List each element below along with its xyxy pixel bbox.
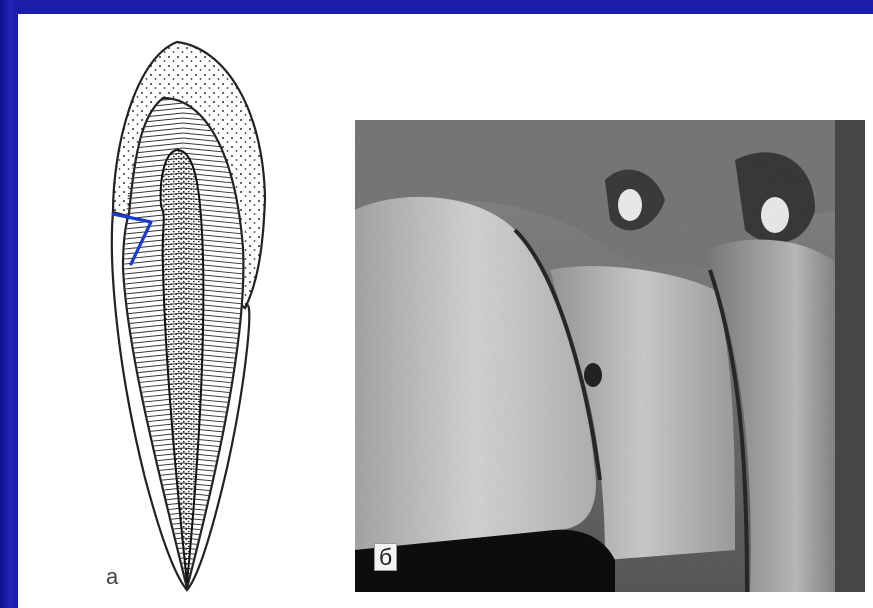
panel-a-label: а xyxy=(106,564,118,590)
tooth-section-drawing xyxy=(95,28,275,598)
panel-b-label: б xyxy=(374,543,397,571)
molars-photograph xyxy=(355,120,865,592)
